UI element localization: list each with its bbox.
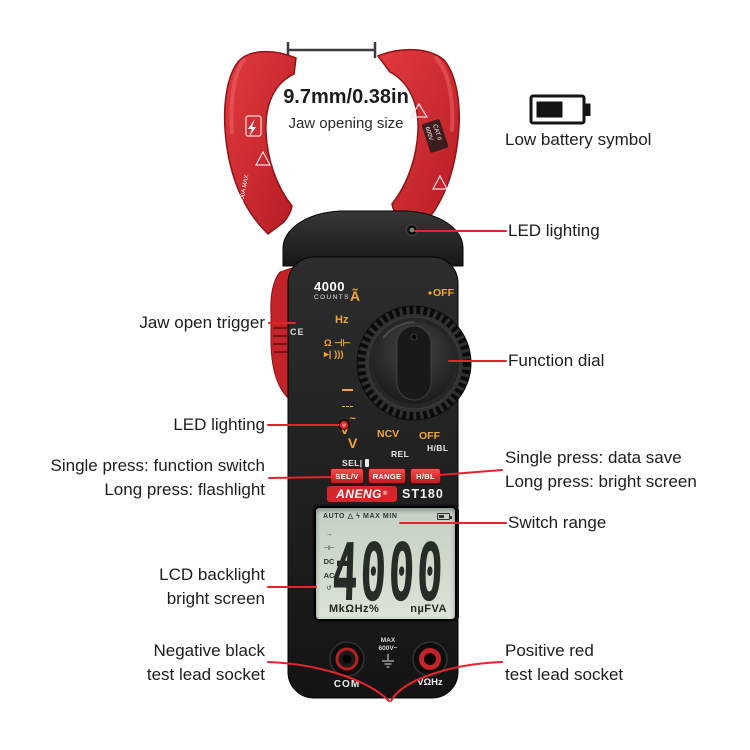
callout-function-dial: Function dial (508, 351, 605, 370)
svg-text:CAT II: CAT II (431, 124, 442, 142)
ac-volts-letter: V (348, 435, 358, 451)
callout-data-save: Single press: data save Long press: brig… (505, 446, 697, 494)
dial-ohm-label: Ω ⊣⊢ ▸| ))) (324, 338, 351, 360)
callout-jaw-trigger: Jaw open trigger (139, 313, 265, 332)
callout-lcd: LCD backlight bright screen (159, 563, 265, 611)
com-socket (329, 641, 365, 677)
callout-positive-line1: Positive red (505, 641, 594, 660)
dial-grip (396, 325, 432, 401)
dial-hbl-label: H/BL (427, 443, 449, 453)
callout-negative-line1: Negative black (153, 641, 265, 660)
low-battery-icon (529, 94, 591, 125)
vohm-socket-label: VΩHz (417, 677, 443, 688)
sel-label: SEL| (342, 458, 363, 468)
sel-flashlight-label: SEL| (342, 450, 369, 468)
lightning-icon (248, 119, 256, 137)
jaw-size-caption: Jaw opening size (288, 115, 404, 132)
jaw-opening-bracket (286, 42, 377, 58)
dial-off-bottom-label: OFF (419, 430, 440, 442)
dial-hz-label: Hz (335, 314, 349, 326)
callout-data-save-line2: Long press: bright screen (505, 472, 697, 491)
lcd-status-row: AUTO △ ϟ MAX MIN (323, 513, 398, 520)
dial-ncv-label: NCV (377, 428, 400, 440)
warning-triangle-icon (431, 174, 449, 190)
lcd-arrow-icon: → (325, 531, 333, 538)
hv-warning-box-icon (245, 115, 262, 137)
callout-function-switch-line2: Long press: flashlight (104, 480, 265, 499)
lcd-minus-sign: - (332, 540, 353, 584)
lcd-auto-icon: ↺ (326, 585, 332, 592)
counts-label: COUNTS (314, 294, 350, 301)
function-dial (356, 291, 472, 421)
lcd-side-indicators: → ⊣⊢ DC AC ↺ (320, 528, 338, 596)
lcd-dc-indicator: DC (323, 557, 335, 566)
lcd-units-row: MkΩHz% nµFVA (329, 603, 447, 615)
callout-lcd-line2: bright screen (166, 589, 265, 608)
flashlight-icon (364, 459, 369, 467)
vohm-socket (412, 641, 448, 677)
callout-led-front: LED lighting (173, 415, 265, 434)
brand-logo: ANENG® (327, 486, 397, 502)
counts-value: 4000 (314, 279, 345, 294)
range-button: RANGE (368, 468, 406, 484)
dial-ac-volts-label: ~ V (348, 402, 357, 464)
dc-solid-line-icon (342, 389, 353, 391)
cat-rating-plate: CAT II 600V (421, 119, 449, 153)
callout-led-top: LED lighting (508, 221, 600, 240)
callout-function-switch-line1: Single press: function switch (50, 456, 266, 475)
callout-function-switch: Single press: function switch Long press… (51, 454, 266, 502)
warning-triangle-icon (409, 102, 429, 118)
dc-dashed-line-icon (342, 406, 353, 407)
lcd-capacitor-icon: ⊣⊢ (323, 544, 335, 552)
rel-label: REL (391, 449, 410, 459)
dial-ac-amps-label: Ã (350, 288, 361, 304)
jaw-open-trigger (270, 267, 293, 399)
sel-button: SEL/V (330, 468, 364, 484)
callout-data-save-line1: Single press: data save (505, 448, 682, 467)
clamp-jaw-left: 400A MAX (223, 50, 297, 235)
socket-max-label: MAX (380, 637, 396, 644)
svg-text:600V: 600V (423, 126, 433, 141)
ce-mark: CE (290, 327, 305, 337)
lcd-battery-icon (437, 513, 452, 520)
ac-tilde-icon: ~ (349, 413, 356, 425)
callout-positive-line2: test lead socket (505, 665, 624, 684)
callout-positive-socket: Positive red test lead socket (505, 639, 623, 687)
dial-off-tick (428, 291, 432, 295)
lcd-display: AUTO △ ϟ MAX MIN → ⊣⊢ DC AC ↺ - 4000 MkΩ… (314, 506, 457, 621)
jaw-size-value: 9.7mm/0.38in (283, 86, 409, 108)
callout-low-battery: Low battery symbol (505, 130, 652, 149)
lcd-units-right: nµFVA (410, 603, 447, 615)
warning-triangle-icon (254, 150, 272, 166)
registered-mark: ® (382, 491, 388, 497)
model-number: ST180 (402, 487, 444, 501)
com-socket-label: COM (333, 679, 361, 690)
lcd-units-left: MkΩHz% (329, 603, 380, 615)
callout-negative-line2: test lead socket (146, 665, 265, 684)
brand-name: ANENG (336, 487, 382, 501)
meter-head (282, 210, 464, 267)
callout-lcd-line1: LCD backlight (159, 565, 265, 584)
dial-pointer-dot (410, 333, 418, 341)
dial-off-top-label: OFF (433, 287, 454, 299)
lcd-ac-indicator: AC (323, 570, 335, 580)
callout-switch-range: Switch range (508, 513, 607, 532)
left-jaw-rating: 400A MAX (239, 174, 250, 203)
callout-negative-socket: Negative black test lead socket (147, 639, 265, 687)
clamp-jaw-right: CAT II 600V (376, 48, 460, 233)
socket-voltage-label: 600V~ (378, 645, 398, 652)
hbl-button: H/BL (410, 468, 441, 484)
